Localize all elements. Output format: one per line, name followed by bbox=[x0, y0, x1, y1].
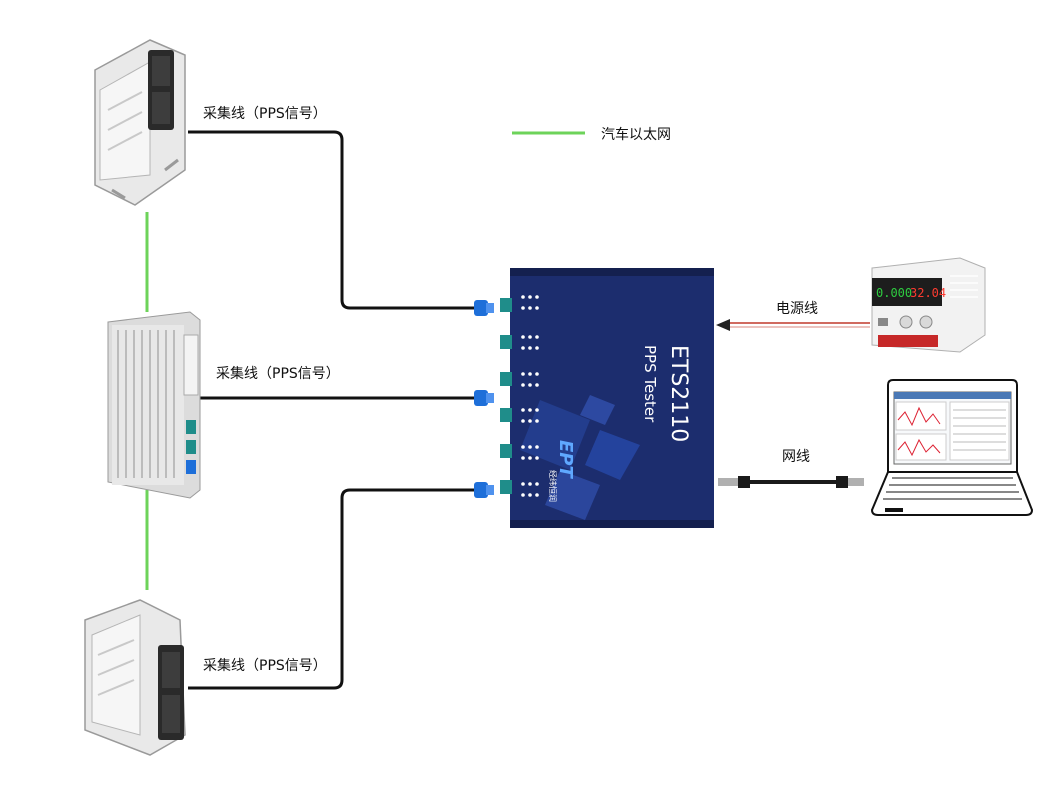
cable-label-middle: 采集线（PPS信号） bbox=[216, 366, 340, 382]
tester-device bbox=[510, 268, 714, 528]
cable-label-top: 采集线（PPS信号） bbox=[203, 106, 327, 122]
ecu-middle-image bbox=[107, 311, 201, 499]
connector-top bbox=[474, 300, 494, 316]
connector-middle bbox=[474, 390, 494, 406]
power-supply-current-readout: 32.04 bbox=[910, 286, 946, 300]
cable-label-bottom: 采集线（PPS信号） bbox=[203, 658, 327, 674]
power-supply-image bbox=[871, 257, 986, 353]
tester-brand-sub: 经纬恒润 bbox=[548, 470, 558, 502]
ecu-top-image bbox=[94, 39, 186, 206]
tester-name: PPS Tester bbox=[641, 345, 659, 423]
cable-top bbox=[188, 130, 478, 310]
power-arrow-head bbox=[716, 319, 730, 331]
network-cable bbox=[718, 476, 864, 488]
power-supply-voltage-readout: 0.000 bbox=[876, 286, 912, 300]
tester-model: ETS2110 bbox=[666, 345, 691, 442]
power-cable-label: 电源线 bbox=[776, 301, 818, 317]
legend-ethernet-label: 汽车以太网 bbox=[601, 127, 671, 143]
network-cable-label: 网线 bbox=[782, 449, 810, 465]
cable-bottom bbox=[188, 488, 478, 690]
tester-ports bbox=[500, 295, 539, 497]
tester-brand-logo: EPT bbox=[555, 440, 576, 479]
connector-bottom bbox=[474, 482, 494, 498]
laptop-image bbox=[870, 379, 1034, 516]
ecu-bottom-image bbox=[84, 599, 186, 756]
